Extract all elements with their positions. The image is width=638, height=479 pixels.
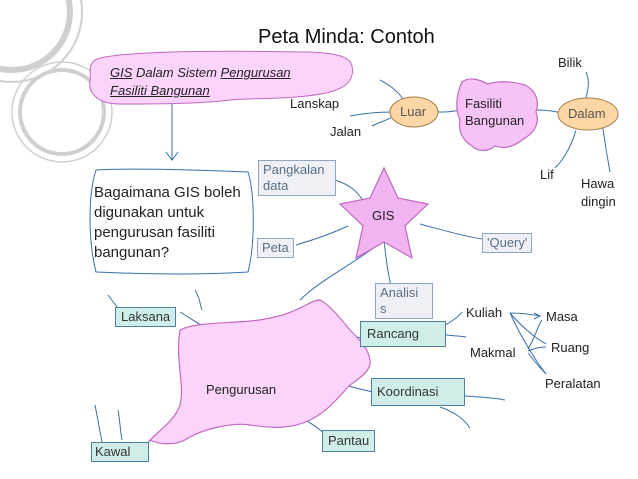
question-text: Bagaimana GIS boleh digunakan untuk peng… <box>94 184 241 261</box>
label-peralatan: Peralatan <box>545 376 601 391</box>
box-pantau: Pantau <box>322 430 376 452</box>
label-masa: Masa <box>546 309 578 324</box>
note-text: GIS Dalam Sistem Pengurusan Fasiliti Ban… <box>110 64 291 100</box>
label-makmal: Makmal <box>470 345 516 360</box>
analisis-line-2: s <box>380 301 387 316</box>
branch-scribbles <box>94 289 506 443</box>
box-analisis: Analisi s <box>375 283 433 319</box>
luar-label: Luar <box>400 104 427 119</box>
label-hawa-1: Hawa <box>581 176 615 191</box>
note-cloud <box>89 50 354 105</box>
pengurusan-label: Pengurusan <box>206 382 277 397</box>
label-lanskap: Lanskap <box>290 96 340 111</box>
question-bubble <box>89 168 254 275</box>
pangkalan-line-1: Pangkalan <box>263 162 325 177</box>
luar-node <box>389 96 439 128</box>
decorative-rings <box>0 0 113 163</box>
analisis-line-1: Analisi <box>380 285 419 300</box>
box-query: 'Query' <box>482 233 533 253</box>
gis-label: GIS <box>372 208 395 223</box>
note-arrow <box>165 104 179 161</box>
label-kuliah: Kuliah <box>466 305 503 320</box>
note-gis: GIS <box>110 65 133 80</box>
label-lif: Lif <box>540 167 554 182</box>
box-laksana: Laksana <box>115 307 177 327</box>
label-hawa-2: dingin <box>581 194 616 209</box>
pangkalan-line-2: data <box>263 178 289 193</box>
page-title: Peta Minda: Contoh <box>258 26 435 48</box>
label-bilik: Bilik <box>558 55 582 70</box>
note-pengurusan: Pengurusan <box>220 65 291 80</box>
dalam-node <box>557 97 619 131</box>
box-kawal: Kawal <box>91 442 149 462</box>
gis-star <box>338 166 430 260</box>
fasiliti-label-1: Fasiliti <box>465 96 502 111</box>
box-pangkalan-data: Pangkalan data <box>258 160 336 196</box>
box-rancang: Rancang <box>360 321 446 347</box>
box-peta: Peta <box>257 238 294 258</box>
note-middle: Dalam Sistem <box>132 65 221 80</box>
note-line2: Fasiliti Bangunan <box>110 83 210 98</box>
fasiliti-blob <box>456 78 538 152</box>
label-jalan: Jalan <box>330 124 362 139</box>
dalam-label: Dalam <box>568 106 606 121</box>
box-koordinasi: Koordinasi <box>371 378 465 406</box>
label-ruang: Ruang <box>551 340 590 355</box>
kuliah-arrows <box>509 312 547 375</box>
fasiliti-label-2: Bangunan <box>465 113 525 128</box>
pengurusan-blob <box>148 299 371 445</box>
